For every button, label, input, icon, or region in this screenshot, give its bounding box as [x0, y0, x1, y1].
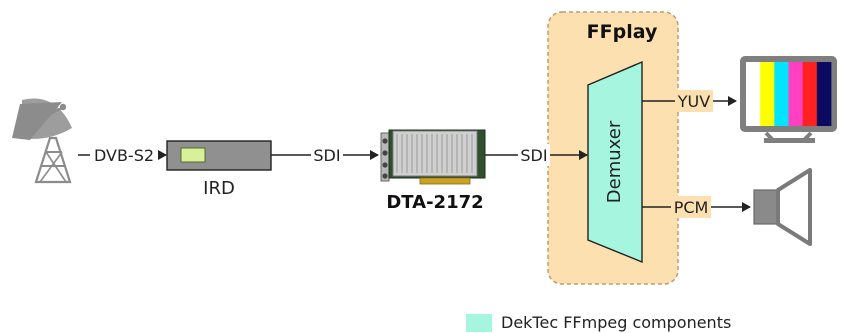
satellite-dish-icon [12, 98, 72, 184]
tv-color-bar [788, 62, 804, 126]
tv-monitor-icon [740, 56, 837, 143]
dta-label: DTA-2172 [386, 192, 483, 213]
tv-color-bar [760, 62, 775, 126]
dvb-s2-label-bg [90, 144, 158, 166]
tv-color-bars [746, 62, 832, 126]
demuxer-label: Demuxer [604, 120, 625, 203]
ird-display [180, 147, 206, 163]
yuv-label-bg [675, 90, 713, 112]
ird-label: IRD [203, 178, 235, 199]
tv-color-bar [746, 62, 761, 126]
dvb-s2-label: DVB-S2 [94, 146, 154, 165]
ffplay-title: FFplay [587, 21, 658, 43]
legend-swatch [466, 313, 492, 332]
speaker-icon [753, 168, 812, 246]
sdi-1-label: SDI [313, 146, 340, 165]
tv-color-bar [774, 62, 789, 126]
pcie-card-icon [380, 129, 486, 185]
yuv-label: YUV [677, 92, 710, 111]
tv-color-bar [802, 62, 818, 126]
demuxer-block [587, 60, 643, 264]
sdi-1-label-bg [311, 144, 343, 166]
legend: DekTec FFmpeg components [466, 313, 731, 332]
pcm-label: PCM [674, 198, 709, 217]
sdi-2-label: SDI [520, 146, 547, 165]
sdi-2-label-bg [518, 144, 550, 166]
tv-color-bar [816, 62, 832, 126]
pcm-label-bg [671, 196, 711, 218]
legend-text: DekTec FFmpeg components [501, 313, 732, 332]
